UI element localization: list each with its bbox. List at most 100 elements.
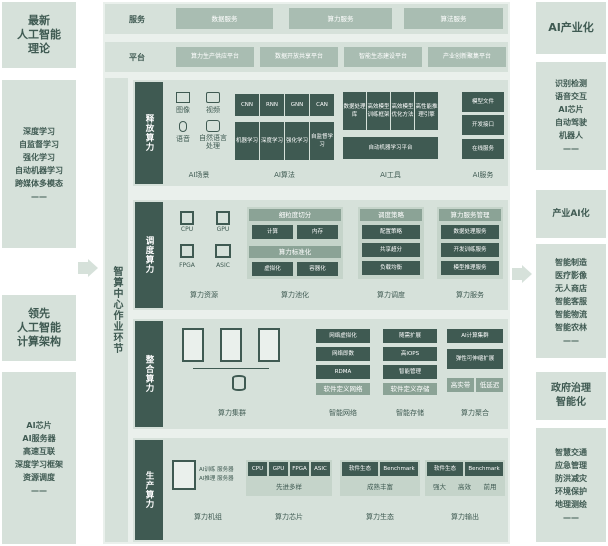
right-l1-item: 语音交互 xyxy=(555,92,587,101)
right-l2-item: 智能制造 xyxy=(555,257,587,267)
tool-train-framework: 高效模型训练框架 xyxy=(367,92,390,130)
right-t3: 政府治理 智能化 xyxy=(551,383,591,408)
svc-dev-api: 开发接口 xyxy=(462,115,504,135)
chips-bottom: 先进多样 xyxy=(276,483,302,491)
chip-fpga: FPGA xyxy=(290,462,309,476)
algo-ml: 机器学习 xyxy=(235,122,259,160)
pool-head2: 算力标准化 xyxy=(249,246,341,258)
right-l3-item: 地理测绘 xyxy=(555,500,587,509)
tool-optimize: 高效模型优化方法 xyxy=(391,92,414,130)
output-efficient: 高效 xyxy=(458,483,471,491)
right-arrow-head xyxy=(522,265,532,283)
right-t3-box: 政府治理 智能化 xyxy=(536,372,606,420)
chat-icon xyxy=(206,120,220,132)
stor-iops: 高IOPS xyxy=(383,347,437,361)
net-virtual: 网络虚拟化 xyxy=(316,329,370,343)
right-l3-item: —— xyxy=(563,513,579,522)
left-bottom-list-item: 深度学习框架 xyxy=(15,460,63,469)
service-infer: 模型推理服务 xyxy=(441,261,499,275)
unit-caption: 算力机组 xyxy=(194,513,222,521)
tool-data-lib: 数据处理库 xyxy=(343,92,366,130)
ai-algo-caption: AI算法 xyxy=(274,171,295,179)
chip-cpu: CPU xyxy=(248,462,267,476)
platform-label: 平台 xyxy=(129,52,145,62)
unit-infer: AI推理 服务器 xyxy=(199,476,234,482)
left-bottom-list-item: 资源调度 xyxy=(23,473,55,482)
right-l2-item: 智能物流 xyxy=(555,309,587,319)
res-asic: ASIC xyxy=(216,262,230,269)
res-cpu: CPU xyxy=(180,226,194,233)
ai-services-caption: AI服务 xyxy=(472,171,494,179)
right-l3-item: 智慧交通 xyxy=(555,448,587,457)
aggregate-title: 整合算力 xyxy=(144,355,154,393)
net-rdma: RDMA xyxy=(316,365,370,379)
right-l2-box: 智能制造医疗影像无人商店智能客服智能物流智能农林—— xyxy=(536,244,606,358)
algo-gnn: GNN xyxy=(285,94,309,116)
unit-train: AI训练 服务器 xyxy=(199,467,234,473)
right-l2-item: 智能农林 xyxy=(555,322,587,332)
right-l2-item: —— xyxy=(563,335,579,345)
left-top-list-item: 自动机器学习 xyxy=(15,166,63,175)
right-l2-item: 无人商店 xyxy=(555,283,587,293)
service-algorithm: 算法服务 xyxy=(404,8,503,29)
algo-cnn: CNN xyxy=(235,94,259,116)
left-top-title: 最新 人工智能 理论 xyxy=(17,14,61,55)
merge-elastic: 弹性可伸缩扩展 xyxy=(447,349,503,369)
left-top-list-item: 跨媒体多模态 xyxy=(15,179,63,188)
merge-ai-cluster: AI计算集群 xyxy=(447,329,503,343)
left-top-list-box: 深度学习自监督学习强化学习自动机器学习跨媒体多模态—— xyxy=(2,80,76,248)
release-title: 释放算力 xyxy=(144,114,154,152)
schedule-caption: 算力调度 xyxy=(377,291,405,299)
merge-low-latency: 低延迟 xyxy=(476,378,503,392)
platform-3: 智能生态建设平台 xyxy=(344,47,422,67)
platform-1: 算力生产供应平台 xyxy=(176,47,254,67)
schedule-share: 共享超分 xyxy=(362,243,420,257)
right-t1: AI产业化 xyxy=(548,21,594,34)
ai-tools-caption: AI工具 xyxy=(380,171,401,179)
right-t2-box: 产业AI化 xyxy=(536,190,606,238)
right-l2-item: 智能客服 xyxy=(555,296,587,306)
output-benchmark: Benchmark xyxy=(465,462,503,476)
right-l1-item: —— xyxy=(563,144,579,153)
right-l3-box: 智慧交通应急管理防洪减灾环境保护地理测绘—— xyxy=(536,428,606,542)
right-l1-item: 识别检测 xyxy=(555,79,587,88)
left-arrow-head xyxy=(88,259,98,277)
eco-caption: 算力生态 xyxy=(366,513,394,521)
left-top-list-item: 深度学习 xyxy=(23,127,55,136)
left-bottom-list-item: —— xyxy=(31,486,47,495)
left-top-title-box: 最新 人工智能 理论 xyxy=(2,2,76,68)
service-dev-train: 开发训练服务 xyxy=(441,243,499,257)
service-compute: 算力服务 xyxy=(289,8,392,29)
eco-bottom: 成熟丰富 xyxy=(367,483,393,491)
algo-rnn: RNN xyxy=(260,94,284,116)
server-rack-icon xyxy=(258,328,280,362)
net-instant: 网络即数 xyxy=(316,347,370,361)
net-sdn: 软件定义网络 xyxy=(316,383,370,395)
right-l3: 智慧交通应急管理防洪减灾环境保护地理测绘—— xyxy=(555,446,587,524)
chip-asic: ASIC xyxy=(311,462,330,476)
left-top-list-item: 强化学习 xyxy=(23,153,55,162)
resources-caption: 算力资源 xyxy=(190,291,218,299)
service-mgmt-caption: 算力服务 xyxy=(456,291,484,299)
output-easy: 前用 xyxy=(483,483,497,491)
pool-container: 容器化 xyxy=(297,262,338,276)
pool-head1: 细粒度切分 xyxy=(249,209,341,221)
chips-caption: 算力芯片 xyxy=(275,513,303,521)
left-arrow-shaft xyxy=(78,262,90,274)
storage-icon xyxy=(232,375,246,391)
aggregate-title-box: 整合算力 xyxy=(135,321,163,427)
service-data-proc: 数据处理服务 xyxy=(441,225,499,239)
stor-expand: 随需扩展 xyxy=(383,329,437,343)
output-strong: 强大 xyxy=(433,483,446,491)
right-t1-box: AI产业化 xyxy=(536,2,606,54)
server-rack-icon xyxy=(220,328,242,362)
storage-caption: 智能存储 xyxy=(396,409,424,417)
svc-online: 在线服务 xyxy=(462,139,504,159)
merge-caption: 算力聚合 xyxy=(461,409,489,417)
microphone-icon xyxy=(179,121,187,132)
dispatch-title: 调度算力 xyxy=(144,236,154,274)
video-icon xyxy=(206,92,220,103)
left-bottom-title-box: 领先 人工智能 计算架构 xyxy=(2,295,76,361)
